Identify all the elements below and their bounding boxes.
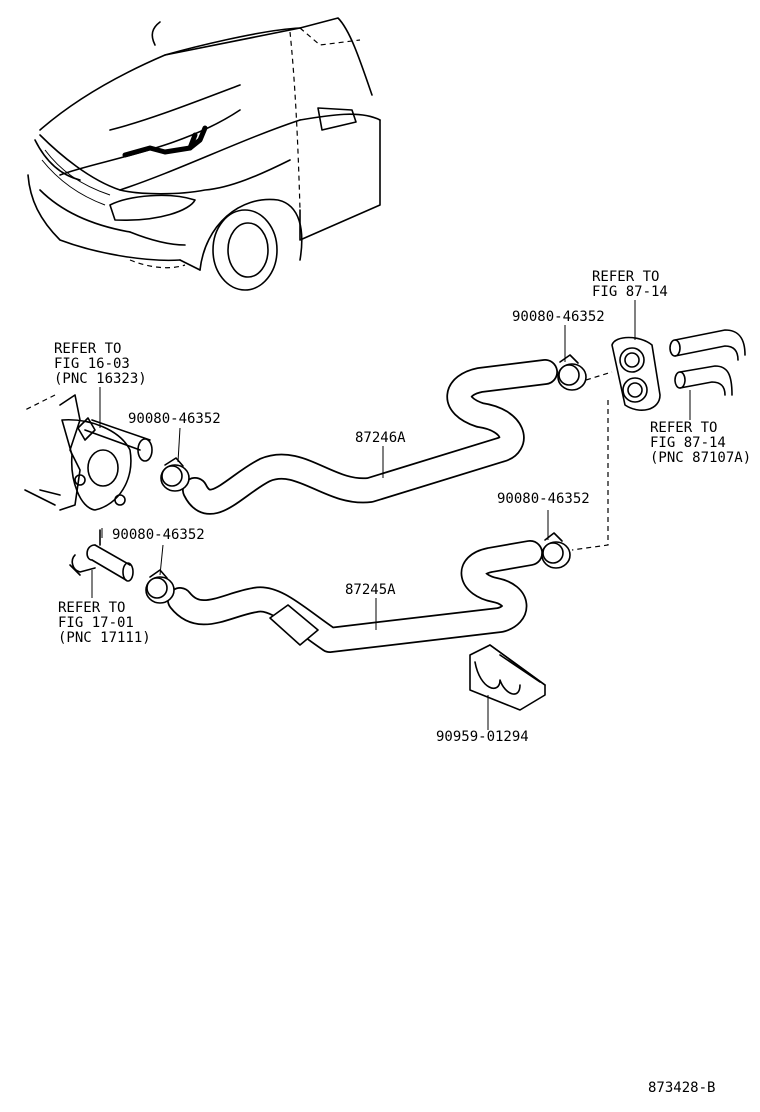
svg-text:(PNC 16323): (PNC 16323) bbox=[54, 371, 147, 387]
leader-lines bbox=[91, 300, 691, 730]
hose-87245a bbox=[167, 540, 543, 653]
clamp-lower-left bbox=[145, 569, 175, 604]
svg-text:REFER TO: REFER TO bbox=[592, 269, 659, 285]
clamp-top-right bbox=[557, 354, 587, 391]
heater-core-pipes bbox=[669, 329, 746, 396]
svg-text:REFER TO: REFER TO bbox=[650, 420, 717, 436]
label-refer-87-14-right: REFER TO FIG 87-14 (PNC 87107A) bbox=[650, 420, 751, 466]
svg-text:REFER TO: REFER TO bbox=[58, 600, 125, 616]
water-bypass-pipe bbox=[69, 529, 134, 582]
label-refer-16-03: REFER TO FIG 16-03 (PNC 16323) bbox=[54, 341, 147, 387]
car-illustration bbox=[27, 17, 381, 291]
svg-text:FIG 17-01: FIG 17-01 bbox=[58, 615, 134, 631]
svg-text:REFER TO: REFER TO bbox=[54, 341, 121, 357]
label-hose-87245a: 87245A bbox=[345, 582, 396, 598]
clamp-mid-right bbox=[541, 532, 571, 569]
label-refer-87-14-top: REFER TO FIG 87-14 bbox=[592, 269, 668, 300]
engine-water-outlet bbox=[24, 394, 153, 511]
label-refer-17-01: REFER TO FIG 17-01 (PNC 17111) bbox=[58, 600, 151, 646]
svg-text:FIG 16-03: FIG 16-03 bbox=[54, 356, 130, 372]
label-bracket-clamp: 90959-01294 bbox=[436, 729, 529, 745]
hose-bracket-clamp bbox=[469, 644, 546, 711]
svg-text:FIG 87-14: FIG 87-14 bbox=[650, 435, 726, 451]
dashed-link-top bbox=[585, 371, 613, 381]
label-clamp-top-right: 90080-46352 bbox=[512, 309, 605, 325]
dashed-link-vertical bbox=[571, 400, 609, 551]
grommet-plate bbox=[611, 336, 661, 411]
svg-text:(PNC 17111): (PNC 17111) bbox=[58, 630, 151, 646]
figure-id: 873428-B bbox=[648, 1080, 715, 1096]
label-clamp-upper-left: 90080-46352 bbox=[128, 411, 221, 427]
label-hose-87246a: 87246A bbox=[355, 430, 406, 446]
label-clamp-lower-left: 90080-46352 bbox=[112, 527, 205, 543]
clamp-upper-left bbox=[160, 457, 190, 492]
svg-text:(PNC 87107A): (PNC 87107A) bbox=[650, 450, 751, 466]
svg-text:FIG 87-14: FIG 87-14 bbox=[592, 284, 668, 300]
label-clamp-mid-right: 90080-46352 bbox=[497, 491, 590, 507]
hose-87246a bbox=[182, 359, 558, 515]
